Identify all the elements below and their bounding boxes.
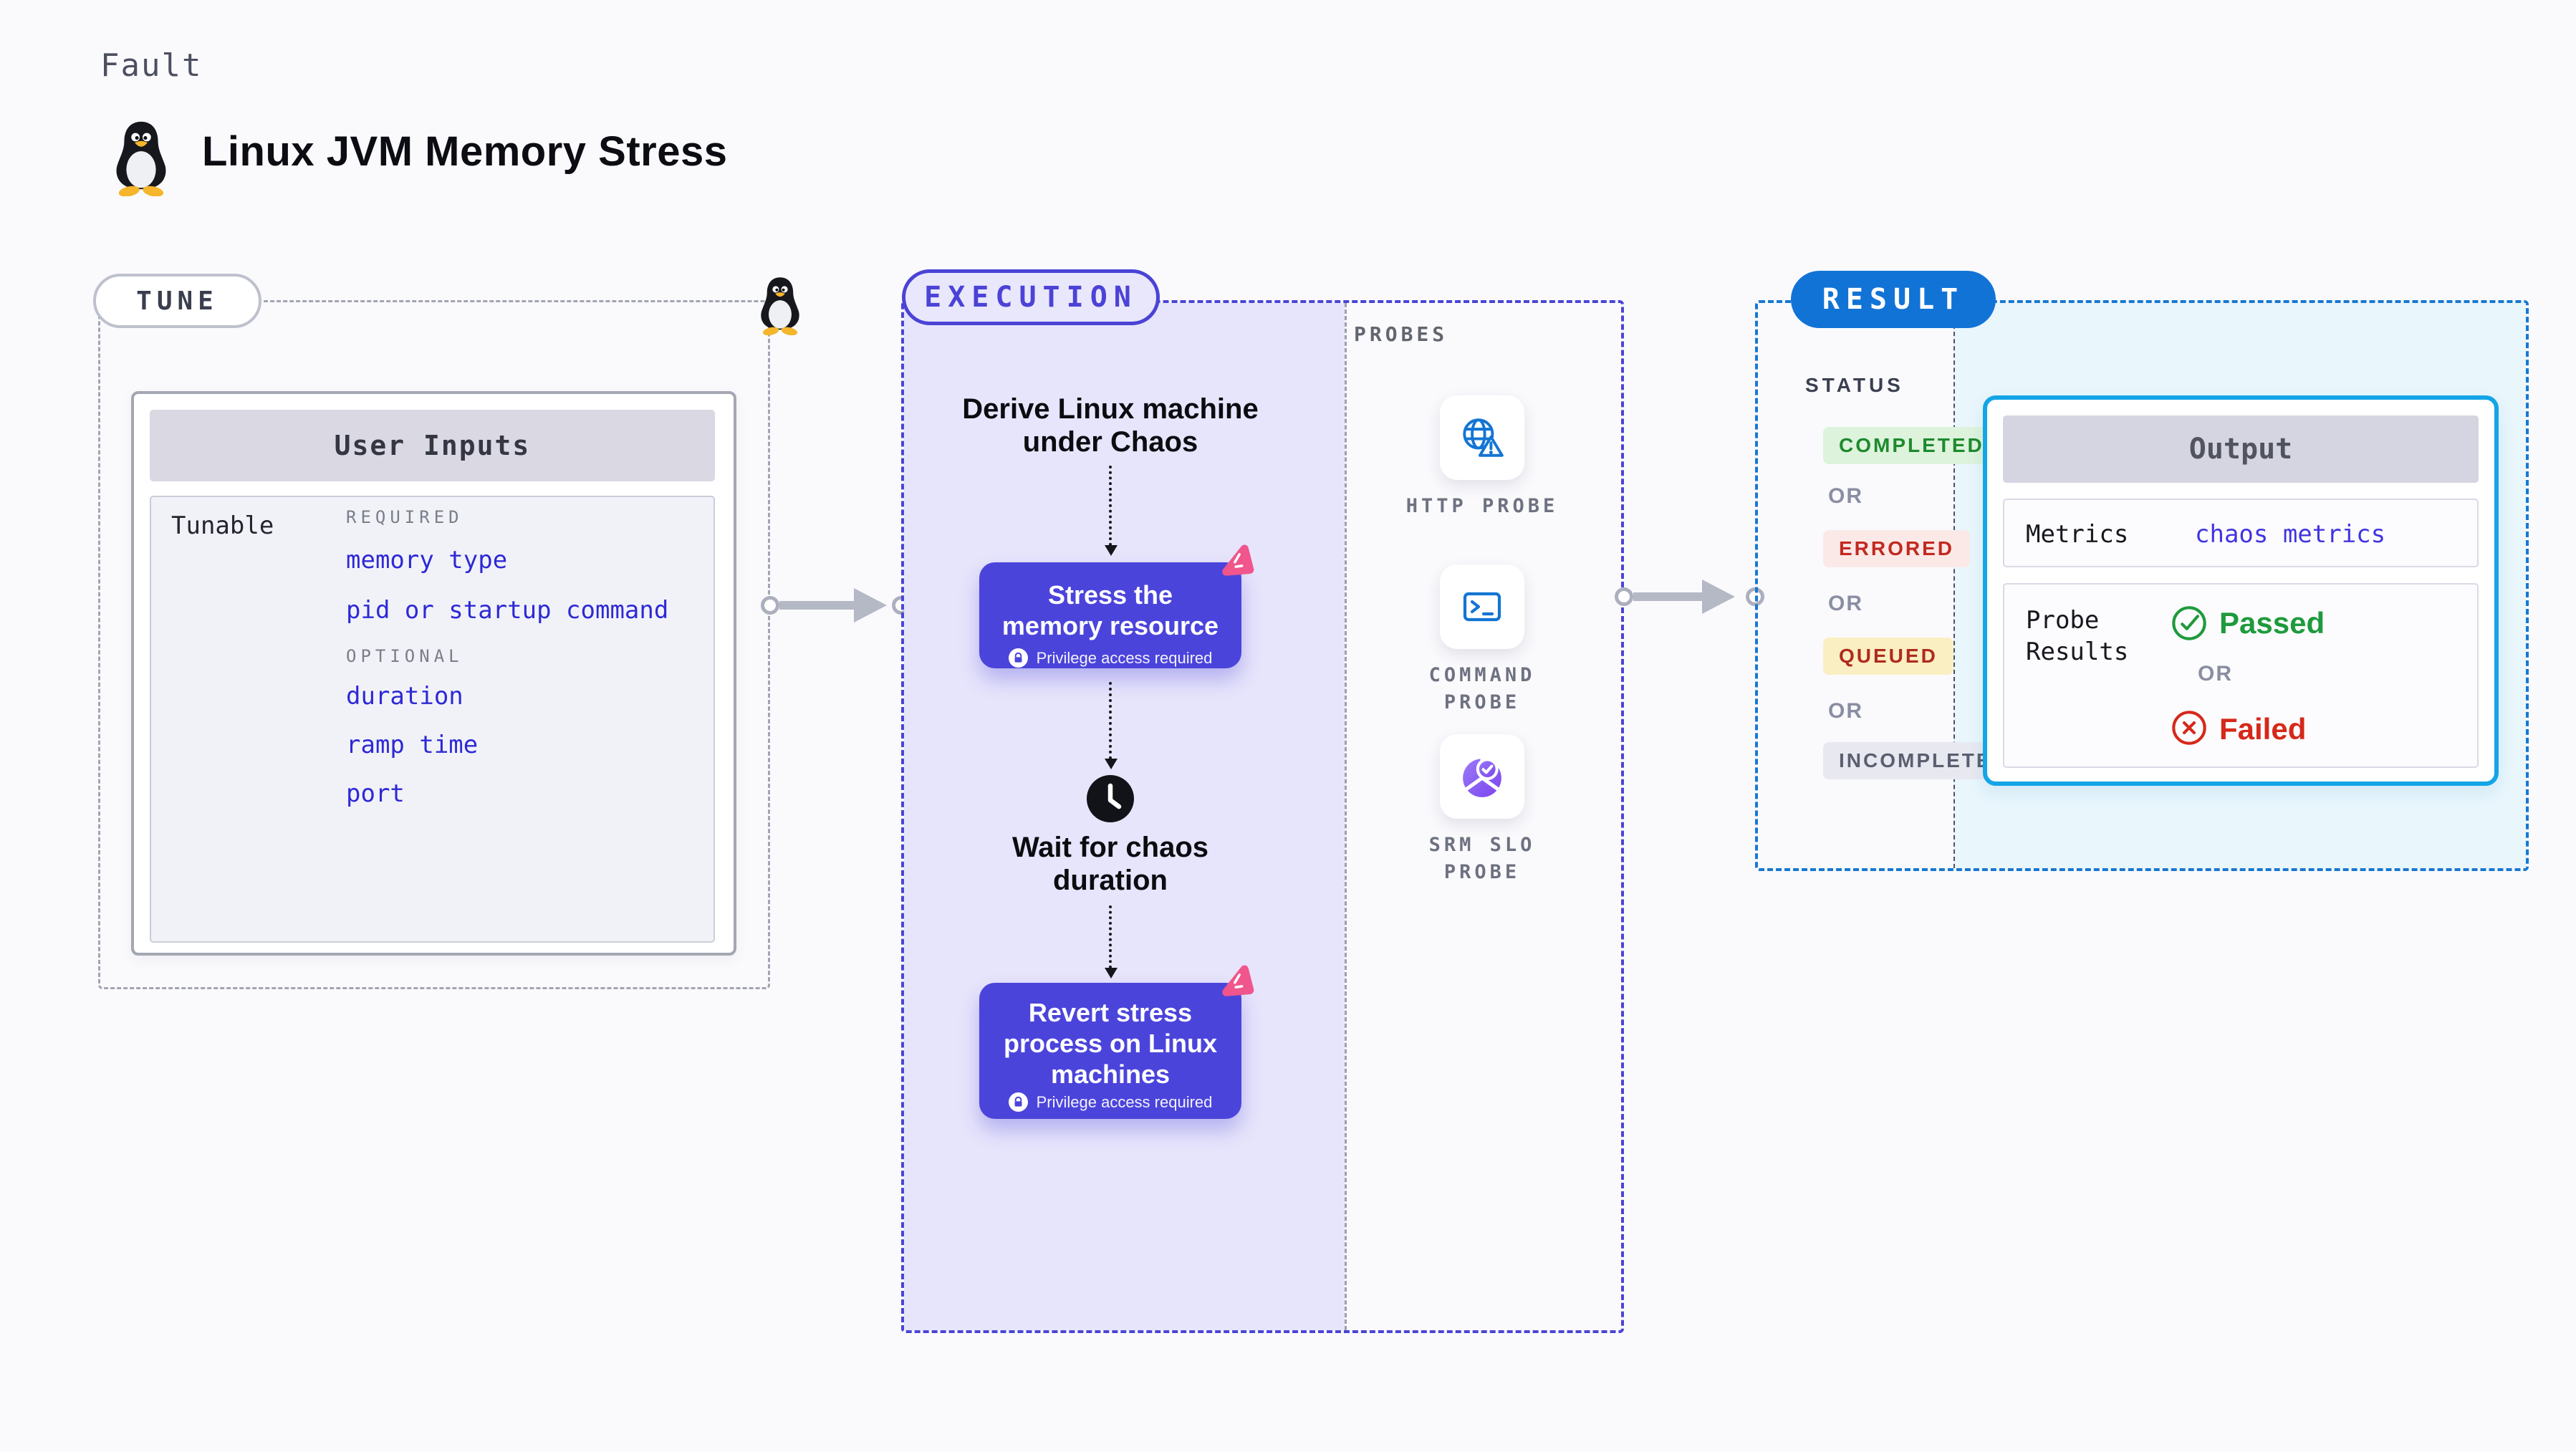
clock-icon xyxy=(1087,775,1134,822)
probes-heading: PROBES xyxy=(1354,322,1448,346)
slo-donut-icon xyxy=(1463,757,1501,797)
status-badge-completed: COMPLETED xyxy=(1823,427,2000,464)
output-header: Output xyxy=(2003,415,2479,483)
required-label: REQUIRED xyxy=(346,507,463,527)
metrics-row: Metrics chaos metrics xyxy=(2003,499,2479,567)
status-or-1: OR xyxy=(1828,484,1863,508)
result-badge: RESULT xyxy=(1791,271,1996,328)
input-pid-or-startup-command[interactable]: pid or startup command xyxy=(346,596,669,625)
stress-step-line1: Stress the xyxy=(1047,580,1173,610)
fault-kicker: Fault xyxy=(100,47,203,84)
metrics-label: Metrics xyxy=(2026,520,2129,549)
flow-arrow-2 xyxy=(1105,682,1118,769)
probes-separator xyxy=(1345,303,1347,1330)
flow-arrow-3 xyxy=(1105,905,1118,979)
output-card: Output Metrics chaos metrics Probe Resul… xyxy=(1983,395,2499,786)
tunable-label: Tunable xyxy=(171,511,274,540)
input-duration[interactable]: duration xyxy=(346,682,463,711)
failed-label: Failed xyxy=(2219,712,2307,746)
command-probe-card[interactable] xyxy=(1440,564,1524,649)
user-inputs-content: Tunable REQUIRED memory type pid or star… xyxy=(150,496,715,943)
input-ramp-time[interactable]: ramp time xyxy=(346,731,479,759)
status-or-3: OR xyxy=(1828,699,1863,723)
user-inputs-header: User Inputs xyxy=(150,410,715,481)
srm-slo-probe-card[interactable] xyxy=(1440,734,1524,819)
status-separator xyxy=(1953,303,1955,868)
tux-small-icon xyxy=(761,277,799,335)
output-or-label: OR xyxy=(2198,662,2233,686)
passed-check-icon xyxy=(2172,606,2206,640)
wait-step-label: Wait for chaos duration xyxy=(1011,832,1209,896)
tune-badge: TUNE xyxy=(93,274,261,328)
revert-step-line2: process on Linux xyxy=(1003,1029,1218,1058)
http-probe-card[interactable] xyxy=(1440,395,1524,480)
revert-step-line3: machines xyxy=(1050,1059,1171,1089)
privilege-note: Privilege access required xyxy=(1036,648,1213,667)
stress-step-card[interactable]: Stress the memory resource Privilege acc… xyxy=(979,562,1241,668)
lock-icon xyxy=(1008,648,1028,668)
chaos-experiment-icon xyxy=(1222,965,1254,996)
srm-slo-probe-label: SRM SLO PROBE xyxy=(1428,834,1536,883)
revert-step-card[interactable]: Revert stress process on Linux machines … xyxy=(979,983,1241,1119)
stress-step-line2: memory resource xyxy=(1001,611,1219,640)
command-probe-label: COMMAND PROBE xyxy=(1428,664,1536,713)
globe-alert-icon xyxy=(1463,418,1504,457)
revert-step-line1: Revert stress xyxy=(1028,998,1193,1027)
optional-label: OPTIONAL xyxy=(346,646,463,666)
http-probe-label: HTTP PROBE xyxy=(1405,495,1559,517)
input-port[interactable]: port xyxy=(346,779,405,808)
input-memory-type[interactable]: memory type xyxy=(346,546,508,574)
terminal-icon xyxy=(1463,592,1501,622)
probe-results-row: Probe Results Passed OR Failed xyxy=(2003,583,2479,768)
page-title: Linux JVM Memory Stress xyxy=(202,128,728,175)
flow-arrow-1 xyxy=(1105,466,1118,556)
status-badge-errored: ERRORED xyxy=(1823,530,1971,567)
probe-results-label: Probe Results xyxy=(2026,606,2129,666)
failed-x-icon xyxy=(2172,711,2206,745)
chaos-experiment-icon xyxy=(1222,544,1254,576)
status-or-2: OR xyxy=(1828,592,1863,615)
tune-section-box xyxy=(98,300,770,989)
user-inputs-panel: User Inputs Tunable REQUIRED memory type… xyxy=(131,391,736,956)
metrics-value-link[interactable]: chaos metrics xyxy=(2195,520,2386,549)
tux-icon xyxy=(116,121,166,196)
privilege-note: Privilege access required xyxy=(1036,1092,1213,1111)
execution-badge: EXECUTION xyxy=(902,269,1160,325)
passed-label: Passed xyxy=(2219,606,2325,640)
lock-icon xyxy=(1008,1092,1028,1112)
status-badge-queued: QUEUED xyxy=(1823,638,1953,675)
status-heading: STATUS xyxy=(1805,374,1904,396)
derive-step-label: Derive Linux machine under Chaos xyxy=(962,393,1259,458)
